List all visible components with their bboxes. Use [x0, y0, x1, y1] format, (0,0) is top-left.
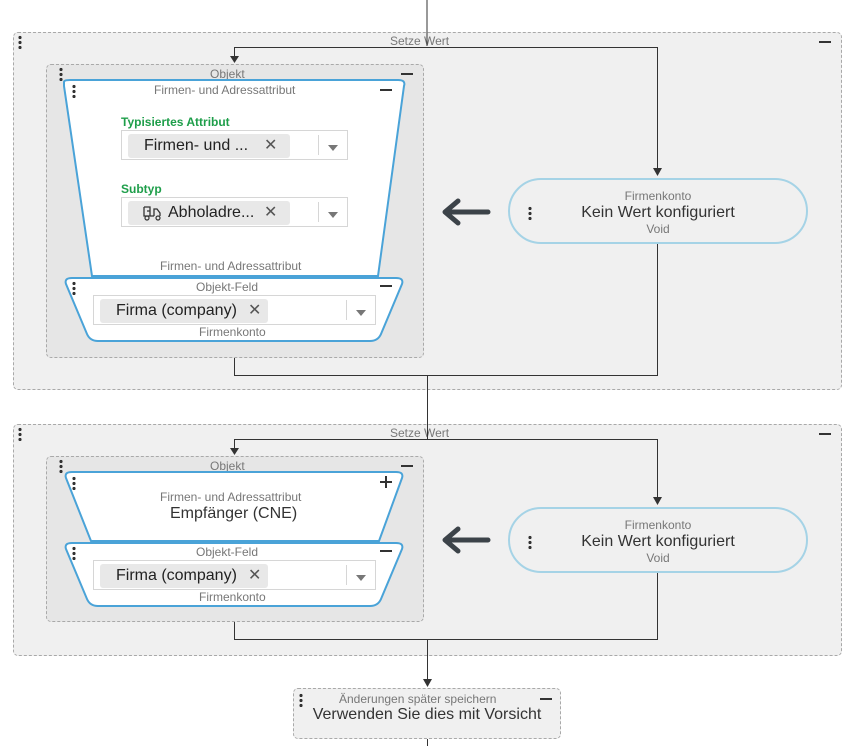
- firmenkonto-node-2-type: Void: [646, 551, 670, 565]
- feld-node-2-remove-icon[interactable]: ✕: [248, 567, 262, 584]
- subtyp-chip: Abholadre... ✕: [128, 201, 290, 225]
- typ-attribut-value: Firmen- und ...: [144, 137, 249, 154]
- firmenkonto-node-1-value: Kein Wert konfiguriert: [581, 204, 735, 221]
- firmenkonto-node-2-title: Firmenkonto: [624, 518, 692, 532]
- subtyp-caret-down-icon[interactable]: [328, 212, 338, 218]
- feld-node-2-value: Firma (company): [116, 567, 237, 584]
- objekt-1-collapse-icon[interactable]: [400, 68, 414, 80]
- feld-node-2-collapse-icon[interactable]: [379, 545, 393, 557]
- subtyp-value: Abholadre...: [168, 204, 255, 221]
- attr-node-1-menu-icon[interactable]: [72, 84, 76, 98]
- objekt-title-1: Objekt: [210, 67, 245, 81]
- feld-node-1-value: Firma (company): [116, 302, 237, 319]
- firmenkonto-node-2-menu-icon[interactable]: [528, 535, 532, 549]
- block-2-menu-icon[interactable]: [18, 427, 22, 441]
- truck-icon: [143, 206, 161, 221]
- firmenkonto-node-1[interactable]: Firmenkonto Kein Wert konfiguriert Void: [508, 178, 808, 244]
- feld-node-2-title: Objekt-Feld: [196, 545, 259, 559]
- save-later-collapse-icon[interactable]: [539, 693, 553, 705]
- objekt-1-menu-icon[interactable]: [59, 67, 63, 81]
- block-1-menu-icon[interactable]: [18, 35, 22, 49]
- setze-wert-title-2: Setze Wert: [390, 426, 450, 440]
- feld-node-1-select[interactable]: Firma (company) ✕: [93, 295, 376, 325]
- feld-node-1-title: Objekt-Feld: [196, 280, 259, 294]
- feld-node-2-menu-icon[interactable]: [72, 546, 76, 560]
- assign-arrow-2-icon: [442, 526, 491, 554]
- setze-wert-title-1: Setze Wert: [390, 34, 450, 48]
- subtyp-select[interactable]: Abholadre... ✕: [121, 197, 348, 227]
- firmenkonto-node-1-menu-icon[interactable]: [528, 206, 532, 220]
- objekt-2-menu-icon[interactable]: [59, 459, 63, 473]
- assign-arrow-1-icon: [442, 198, 491, 226]
- typ-attribut-remove-icon[interactable]: ✕: [264, 137, 278, 154]
- feld-node-2-separator: [346, 565, 347, 585]
- feld-node-1-chip: Firma (company) ✕: [100, 299, 268, 323]
- objekt-title-2: Objekt: [210, 459, 245, 473]
- typ-attribut-select[interactable]: Firmen- und ... ✕: [121, 130, 348, 160]
- attr-node-2-menu-icon[interactable]: [72, 476, 76, 490]
- attr-node-2-title: Firmen- und Adressattribut: [160, 490, 302, 504]
- feld-node-2-select[interactable]: Firma (company) ✕: [93, 560, 376, 590]
- feld-node-1-separator: [346, 300, 347, 320]
- attr-node-2-value: Empfänger (CNE): [170, 505, 298, 522]
- firmenkonto-node-2-value: Kein Wert konfiguriert: [581, 533, 735, 550]
- typ-attribut-separator: [318, 135, 319, 155]
- attr-node-2-expand-icon[interactable]: [379, 475, 393, 489]
- subtyp-label: Subtyp: [121, 182, 162, 196]
- save-later-menu-icon[interactable]: [299, 693, 303, 707]
- block-2-collapse-icon[interactable]: [818, 428, 832, 440]
- feld-node-2-caption: Firmenkonto: [199, 590, 266, 604]
- subtyp-remove-icon[interactable]: ✕: [264, 204, 278, 221]
- objekt-2-collapse-icon[interactable]: [400, 460, 414, 472]
- attr-node-1-collapse-icon[interactable]: [379, 84, 393, 96]
- firmenkonto-node-2[interactable]: Firmenkonto Kein Wert konfiguriert Void: [508, 507, 808, 573]
- feld-node-1-remove-icon[interactable]: ✕: [248, 302, 262, 319]
- save-later-title: Änderungen später speichern: [339, 692, 497, 706]
- feld-node-1-collapse-icon[interactable]: [379, 280, 393, 292]
- attr-node-1-bottom-caption: Firmen- und Adressattribut: [160, 259, 302, 273]
- feld-node-2-caret-down-icon[interactable]: [356, 575, 366, 581]
- block-1-collapse-icon[interactable]: [818, 36, 832, 48]
- feld-node-1-caret-down-icon[interactable]: [356, 310, 366, 316]
- feld-node-1-caption: Firmenkonto: [199, 325, 266, 339]
- attr-node-1-title: Firmen- und Adressattribut: [154, 83, 296, 97]
- typ-attribut-caret-down-icon[interactable]: [328, 145, 338, 151]
- feld-node-1-menu-icon[interactable]: [72, 281, 76, 295]
- firmenkonto-node-1-type: Void: [646, 222, 670, 236]
- subtyp-separator: [318, 202, 319, 222]
- feld-node-2-chip: Firma (company) ✕: [100, 564, 268, 588]
- save-later-text: Verwenden Sie dies mit Vorsicht: [312, 706, 542, 723]
- firmenkonto-node-1-title: Firmenkonto: [624, 189, 692, 203]
- typ-attribut-label: Typisiertes Attribut: [121, 115, 230, 129]
- typ-attribut-chip: Firmen- und ... ✕: [128, 134, 290, 158]
- save-later-node[interactable]: Änderungen später speichern Verwenden Si…: [293, 688, 561, 739]
